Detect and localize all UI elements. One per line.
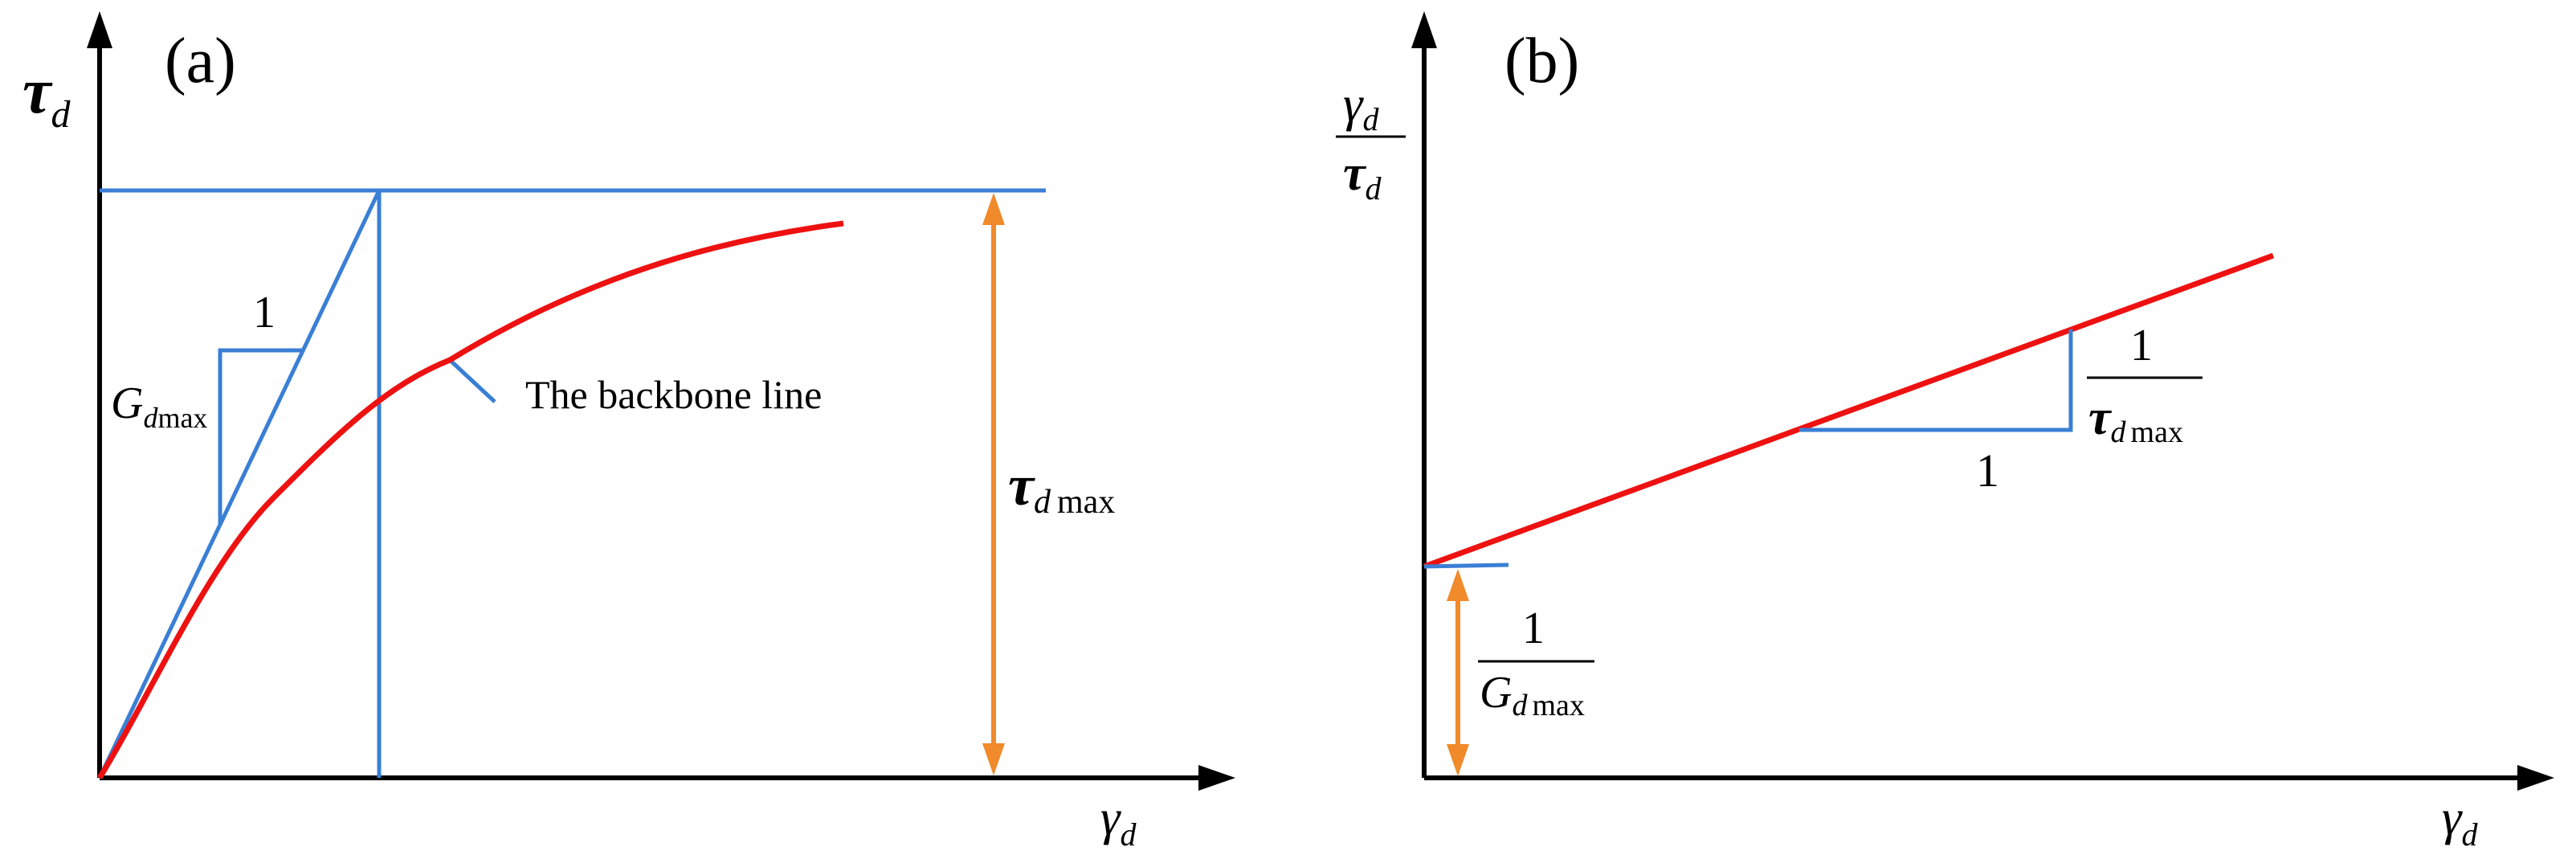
panel-a-tau-max-arrow-bottom [982,743,1005,775]
panel-a-backbone-curve [97,220,844,779]
panel-a-x-axis-label: γd [1100,791,1137,853]
panel-b-label: (b) [1504,26,1579,96]
panel-b-x-axis-label: γd [2442,791,2478,853]
panel-b-y-axis-numerator: γd [1343,77,1379,137]
panel-a-slope-rise-label: Gdmax [111,378,207,434]
panel-b-slope-run-label: 1 [1976,444,1999,497]
panel-b-slope-triangle [1799,329,2073,432]
panel-b-y-axis-arrowhead [1411,11,1437,48]
panel-b-intercept-arrow-bottom [1447,744,1469,776]
panel-a-tau-max-arrow-top [982,193,1005,225]
panel-b-slope-rise-numerator: 1 [2130,321,2153,370]
panel-a-slope-run-label: 1 [253,288,276,338]
panel-a-y-axis-arrowhead [87,11,112,48]
panel-b-intercept-numerator: 1 [1522,603,1545,653]
panel-a-label: (a) [165,26,236,96]
panel-b-intercept-tick [1423,562,1509,569]
panel-a-leader-line [448,358,496,403]
panel-b-linear-fit-line [1423,252,2275,570]
panel-a-curve-label: The backbone line [525,372,822,417]
panel-b-intercept-arrow-top [1447,569,1469,601]
panel-a-y-axis-label: τd [22,56,71,136]
panel-a-initial-tangent-line [97,189,382,779]
panel-b-y-axis-denominator: τd [1343,146,1382,207]
panel-a-x-axis-arrowhead [1198,765,1235,791]
panel-a-slope-triangle [218,348,304,524]
panel-b-x-axis-arrowhead [2517,765,2554,791]
